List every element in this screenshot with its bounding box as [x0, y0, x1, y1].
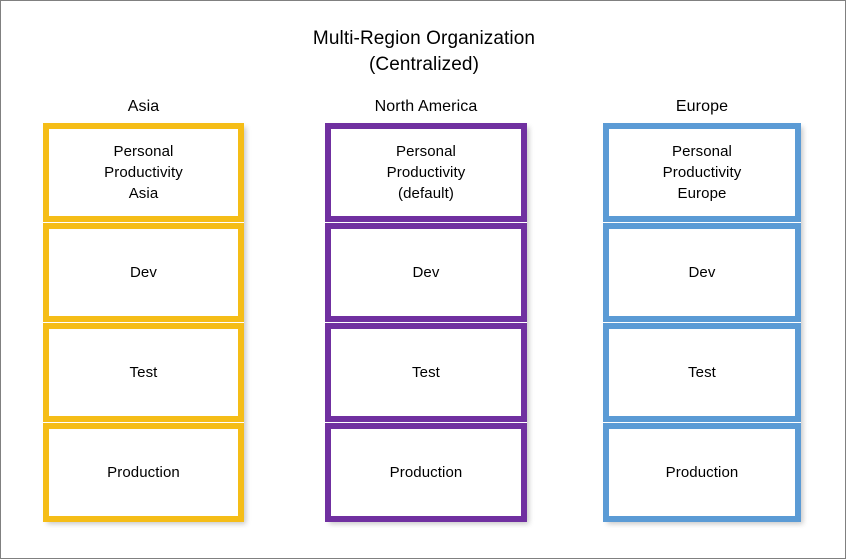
node-box-production[interactable]: Production [603, 423, 801, 522]
node-stack-north-america: Personal Productivity (default) Dev Test… [325, 123, 527, 522]
region-column-north-america: North America Personal Productivity (def… [325, 97, 527, 522]
page-title: Multi-Region Organization (Centralized) [312, 28, 536, 75]
node-box-dev[interactable]: Dev [325, 223, 527, 322]
region-header-north-america: North America [374, 98, 478, 115]
node-box-dev[interactable]: Dev [603, 223, 801, 322]
node-box-personal-productivity[interactable]: Personal Productivity Europe [603, 123, 801, 222]
node-box-dev[interactable]: Dev [43, 223, 244, 322]
node-box-test[interactable]: Test [43, 323, 244, 422]
node-stack-asia: Personal Productivity Asia Dev Test Prod… [43, 123, 244, 522]
node-box-personal-productivity[interactable]: Personal Productivity (default) [325, 123, 527, 222]
region-header-asia: Asia [127, 98, 160, 115]
node-box-production[interactable]: Production [43, 423, 244, 522]
region-columns-container: Asia Personal Productivity Asia Dev Test… [1, 97, 845, 537]
region-column-europe: Europe Personal Productivity Europe Dev … [603, 97, 801, 522]
node-stack-europe: Personal Productivity Europe Dev Test Pr… [603, 123, 801, 522]
node-box-test[interactable]: Test [325, 323, 527, 422]
region-header-europe: Europe [675, 98, 729, 115]
node-box-production[interactable]: Production [325, 423, 527, 522]
region-column-asia: Asia Personal Productivity Asia Dev Test… [43, 97, 244, 522]
node-box-personal-productivity[interactable]: Personal Productivity Asia [43, 123, 244, 222]
node-box-test[interactable]: Test [603, 323, 801, 422]
